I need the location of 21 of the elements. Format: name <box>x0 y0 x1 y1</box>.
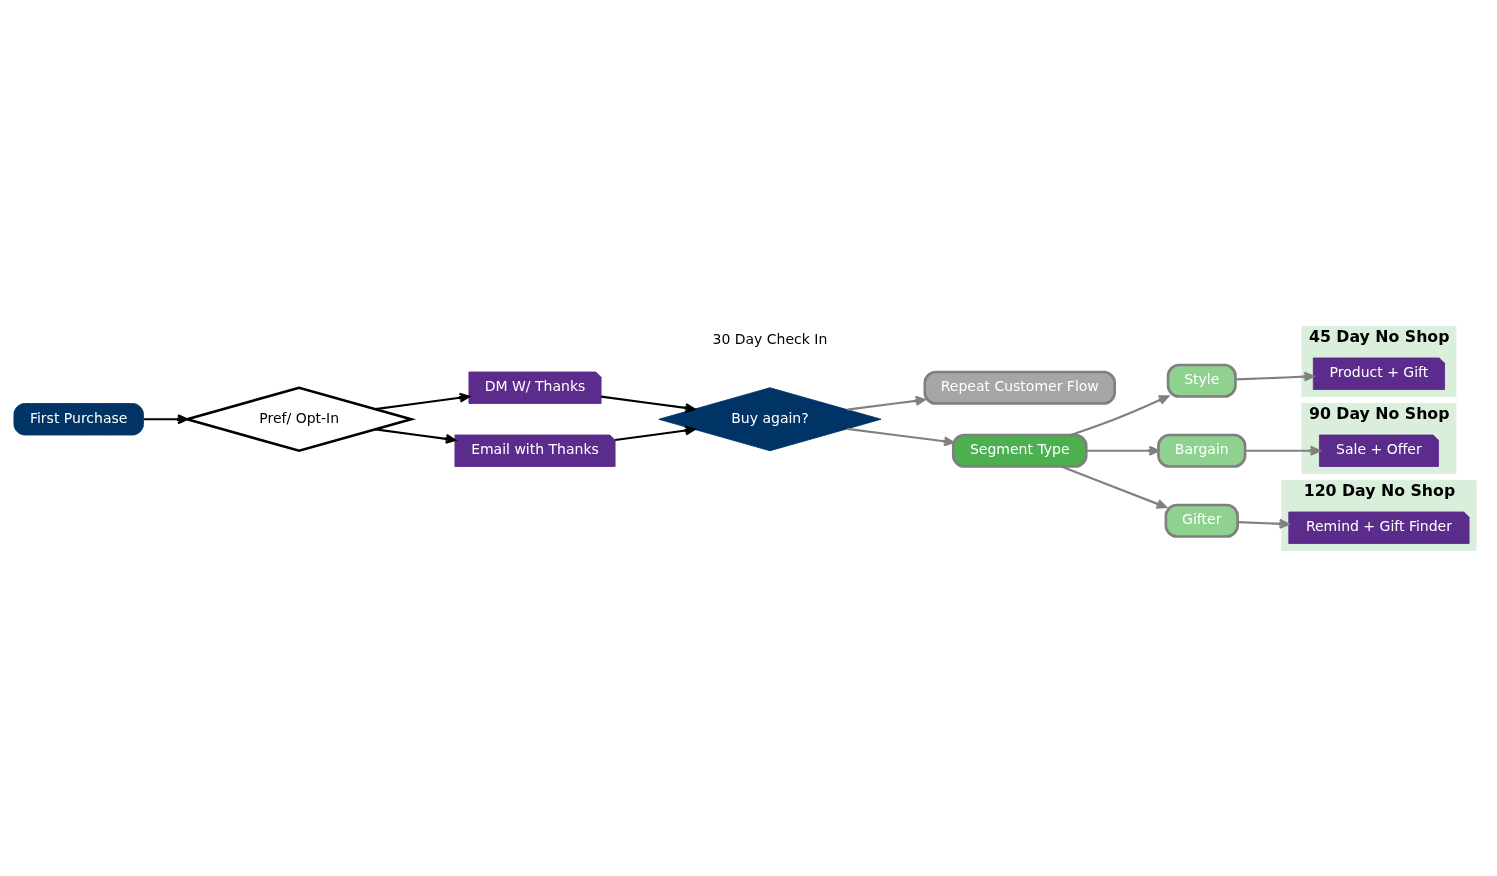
arrow <box>1086 445 1160 456</box>
node-label: 30 Day Check In <box>712 330 828 347</box>
node-box: Segment Type <box>951 433 1088 468</box>
arrow <box>847 395 926 411</box>
node-box: Bargain <box>1157 433 1247 468</box>
arrow <box>601 395 696 413</box>
node-diamond: Buy again? <box>658 386 882 451</box>
arrow <box>375 392 470 410</box>
arrow <box>1070 394 1170 436</box>
arrow <box>1237 518 1290 529</box>
arrow <box>1245 445 1321 456</box>
arrow <box>1060 465 1167 509</box>
node-box: Repeat Customer Flow <box>923 370 1116 405</box>
arrow <box>143 413 188 424</box>
node-box: Gifter <box>1164 503 1239 538</box>
arrow <box>847 427 955 446</box>
arrow <box>375 427 456 444</box>
arrow <box>615 425 696 441</box>
arrow <box>1235 371 1315 382</box>
node-box: Style <box>1166 363 1237 398</box>
node-box: First Purchase <box>13 402 144 435</box>
